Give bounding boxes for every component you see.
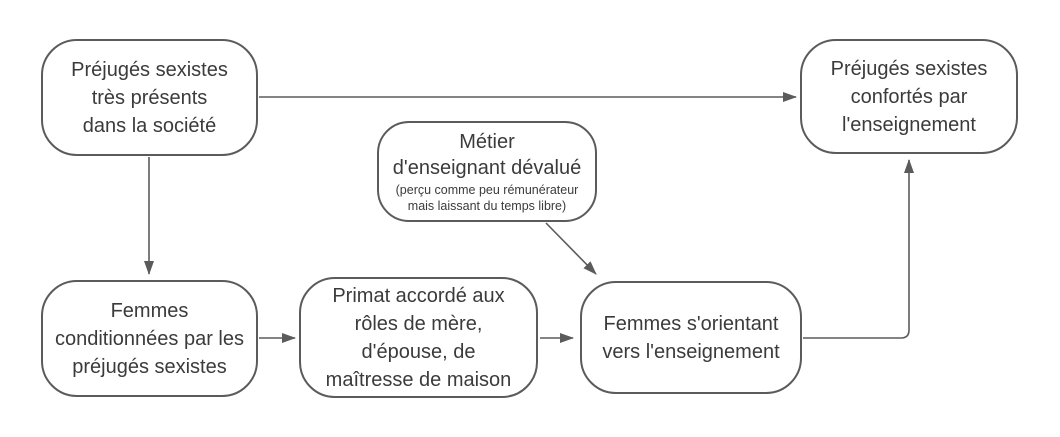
node-femmes-conditionnees: Femmes conditionnées par les préjugés se… — [41, 280, 258, 397]
node-label: Femmes s'orientant vers l'enseignement — [602, 312, 780, 363]
arrow-orientant-to-confortes — [803, 159, 914, 339]
node-sublabel: (perçu comme peu rémunérateur mais laiss… — [395, 183, 579, 213]
node-label: Femmes conditionnées par les préjugés se… — [54, 299, 244, 378]
node-label: Préjugés sexistes confortés par l'enseig… — [830, 57, 988, 136]
node-femmes-orientant: Femmes s'orientant vers l'enseignement — [580, 281, 802, 394]
node-label: Primat accordé aux rôles de mère, d'épou… — [325, 284, 512, 391]
node-label: Préjugés sexistes très présents dans la … — [71, 58, 228, 137]
node-primat-roles: Primat accordé aux rôles de mère, d'épou… — [299, 277, 538, 398]
node-prejuges-societe: Préjugés sexistes très présents dans la … — [41, 39, 258, 156]
arrow-metier-to-orientant — [545, 222, 597, 275]
node-label: Métier d'enseignant dévalué — [392, 131, 582, 179]
node-metier-devalue: Métier d'enseignant dévalué (perçu comme… — [377, 121, 597, 222]
node-prejuges-confortes: Préjugés sexistes confortés par l'enseig… — [800, 39, 1018, 154]
